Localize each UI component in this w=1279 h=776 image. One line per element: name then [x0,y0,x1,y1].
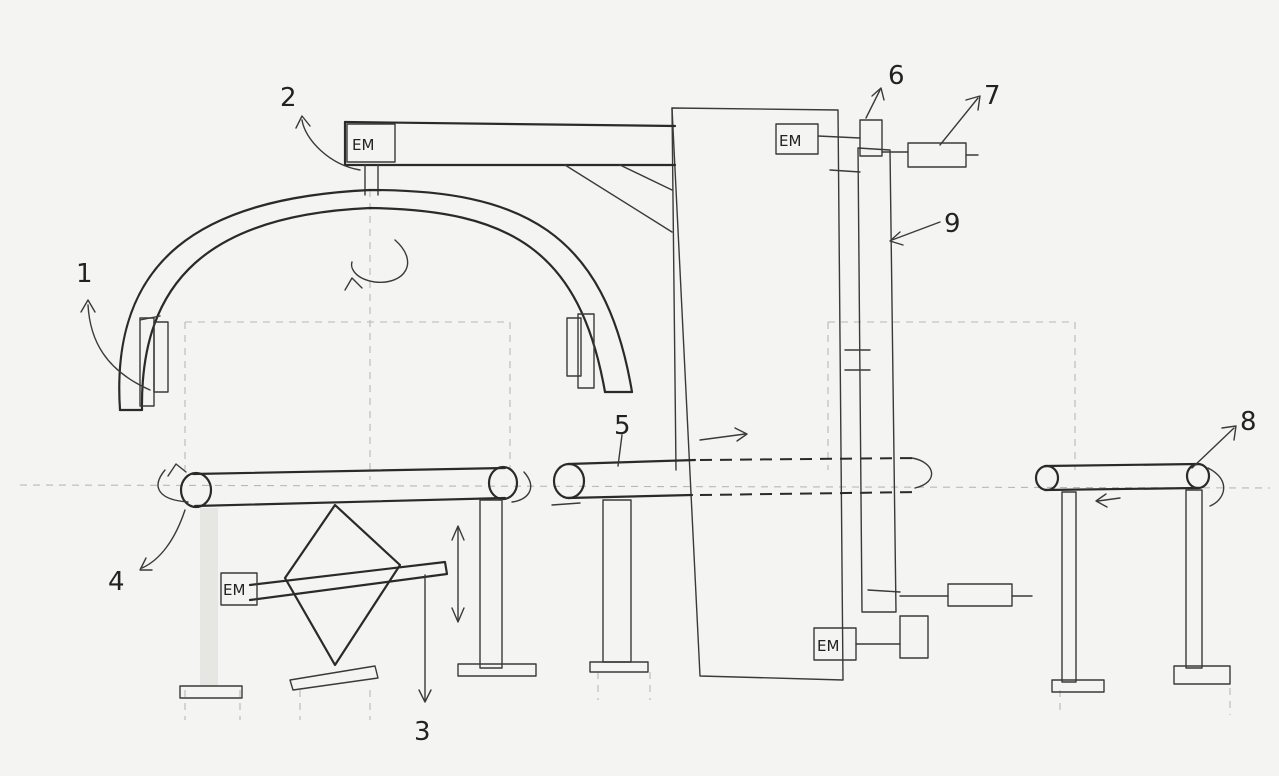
callout-8: 8 [1191,407,1257,469]
em-top-label: EM [352,136,374,154]
callout-4: 4 [108,509,186,597]
callout-5: 5 [614,411,631,467]
em-right-bottom-label: EM [817,637,839,655]
em-motor-right-bottom: EM [813,615,929,661]
cylinder-bottom [899,583,1033,607]
vertical-column [671,107,844,681]
callout-2: 2 [280,83,361,171]
callout-6: 6 [865,61,905,119]
cylinder-top [881,142,979,168]
callout-8-number: 8 [1240,407,1257,437]
conveyor-right [1034,462,1231,693]
lift-mechanism [248,503,465,691]
callout-9-number: 9 [944,209,961,239]
roller-column [829,147,901,613]
em-motor-top: EM [346,123,396,163]
callout-5-number: 5 [614,411,631,441]
callout-3-number: 3 [414,717,431,747]
callout-1-number: 1 [76,259,93,289]
em-lift-label: EM [223,581,245,599]
gripper-pad-left [139,315,169,407]
callout-3: 3 [414,574,432,747]
callout-7: 7 [939,81,1001,146]
callout-2-number: 2 [280,83,297,113]
conveyor-left-legs [179,499,537,699]
gripper-pad-right [566,313,595,389]
em-motor-right-top: EM [775,119,883,157]
conveyor-left [157,463,532,509]
conveyor-middle [551,427,933,673]
callout-9: 9 [889,209,961,246]
construction-lines [19,190,1271,720]
callout-1: 1 [76,259,151,391]
callout-7-number: 7 [984,81,1001,111]
em-right-top-label: EM [779,132,801,150]
gripper-arm [118,188,634,412]
callout-6-number: 6 [888,61,905,91]
em-motor-lift: EM [220,572,258,606]
callout-4-number: 4 [108,567,125,597]
top-arm [343,120,677,233]
